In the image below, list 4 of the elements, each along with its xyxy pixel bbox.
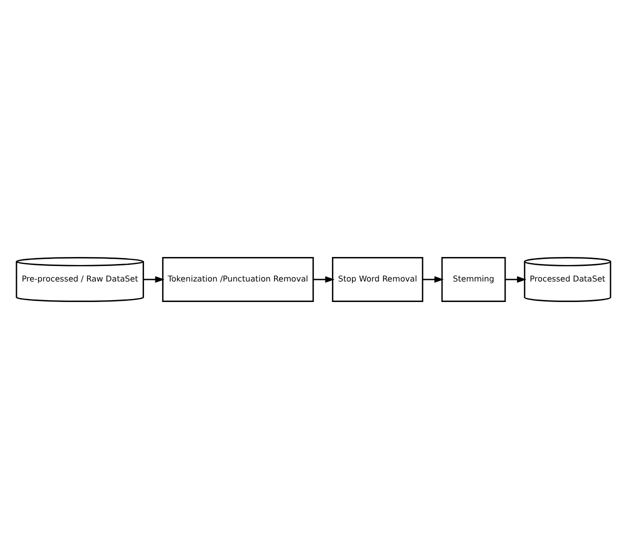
arrow [313, 276, 335, 282]
arrow [505, 276, 526, 282]
arrow [144, 276, 165, 282]
arrow [422, 276, 444, 282]
